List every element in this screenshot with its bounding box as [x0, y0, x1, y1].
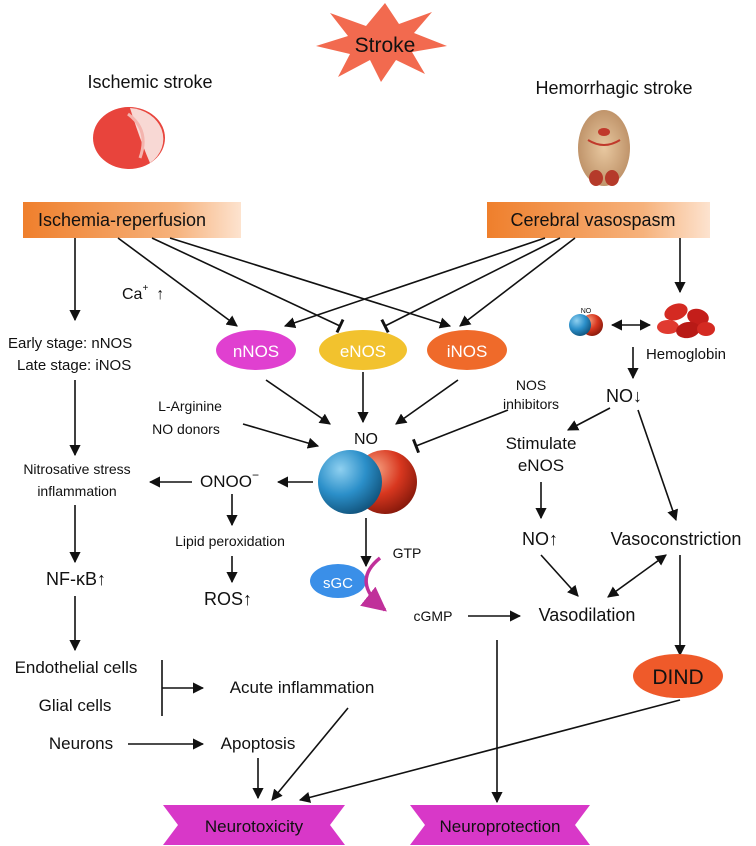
- lipid-peroxidation-label: Lipid peroxidation: [175, 533, 285, 549]
- nitrosative-stress-label-1: Nitrosative stress: [23, 461, 130, 477]
- stimulate-enos-label-1: Stimulate: [506, 434, 577, 453]
- nfkb-label: NF-κB↑: [46, 569, 106, 589]
- stroke-title: Stroke: [355, 34, 416, 57]
- nos-inhibitors-label-2: inhibitors: [503, 396, 559, 412]
- ischemia-reperfusion-box: [23, 202, 241, 238]
- late-stage-label: Late stage: iNOS: [17, 357, 131, 374]
- nitrosative-stress-label-2: inflammation: [37, 483, 116, 499]
- inos-oval: [427, 330, 507, 370]
- no-increase-label: NO↑: [522, 529, 558, 549]
- ischemia-reperfusion-label: Ischemia-reperfusion: [38, 210, 206, 230]
- neurotoxicity-label: Neurotoxicity: [205, 817, 304, 836]
- no-molecule-icon: [318, 450, 417, 514]
- ischemia-to-nos-arrows: [69, 237, 452, 334]
- apoptosis-label: Apoptosis: [221, 734, 296, 753]
- sgc-oval: [310, 564, 366, 598]
- gtp-label: GTP: [393, 545, 422, 561]
- stimulate-enos-label-2: eNOS: [518, 456, 564, 475]
- dind-label: DIND: [652, 666, 703, 689]
- hemoglobin-label: Hemoglobin: [646, 346, 726, 363]
- ischemic-brain-slice-icon: [93, 107, 165, 169]
- calcium-label: Ca+↑: [122, 283, 164, 303]
- glial-cells-label: Glial cells: [39, 696, 112, 715]
- acute-inflammation-label: Acute inflammation: [230, 678, 375, 697]
- neurons-label: Neurons: [49, 734, 113, 753]
- svg-text:NO: NO: [581, 308, 592, 315]
- no-molecule-label: NO: [354, 431, 378, 448]
- hemorrhagic-brain-icon: [578, 110, 630, 186]
- neuroprotection-label: Neuroprotection: [440, 817, 561, 836]
- nnos-label: nNOS: [233, 342, 279, 361]
- inos-label: iNOS: [447, 342, 488, 361]
- nos-to-no-arrows: [242, 372, 509, 454]
- vasoconstriction-label: Vasoconstriction: [611, 529, 742, 549]
- hemoglobin-cells-icon: [657, 303, 715, 339]
- vasospasm-to-nos-arrows: [283, 237, 686, 334]
- nnos-oval: [216, 330, 296, 370]
- neuroprotection-banner: [410, 805, 590, 845]
- stroke-starburst: Stroke: [316, 3, 447, 82]
- no-decrease-label: NO↓: [606, 386, 642, 406]
- gtp-to-cgmp-arrow: [360, 556, 387, 612]
- no-donors-label: NO donors: [152, 421, 220, 437]
- dind-oval: [633, 654, 723, 698]
- ischemic-stroke-header: Ischemic stroke: [87, 72, 212, 92]
- cerebral-vasospasm-label: Cerebral vasospasm: [510, 210, 675, 230]
- vasodilation-label: Vasodilation: [539, 605, 636, 625]
- ros-label: ROS↑: [204, 589, 252, 609]
- cgmp-label: cGMP: [414, 608, 453, 624]
- enos-label: eNOS: [340, 342, 386, 361]
- cerebral-vasospasm-box: [487, 202, 710, 238]
- hemorrhagic-stroke-header: Hemorrhagic stroke: [535, 78, 692, 98]
- endothelial-cells-label: Endothelial cells: [15, 658, 138, 677]
- enos-oval: [319, 330, 407, 370]
- sgc-label: sGC: [323, 575, 353, 592]
- l-arginine-label: L-Arginine: [158, 398, 222, 414]
- early-stage-label: Early stage: nNOS: [8, 335, 132, 352]
- neurotoxicity-banner: [163, 805, 345, 845]
- small-no-molecule-icon: NO: [569, 308, 603, 336]
- peroxynitrite-label: ONOO−: [200, 468, 259, 491]
- nos-inhibitors-label-1: NOS: [516, 377, 546, 393]
